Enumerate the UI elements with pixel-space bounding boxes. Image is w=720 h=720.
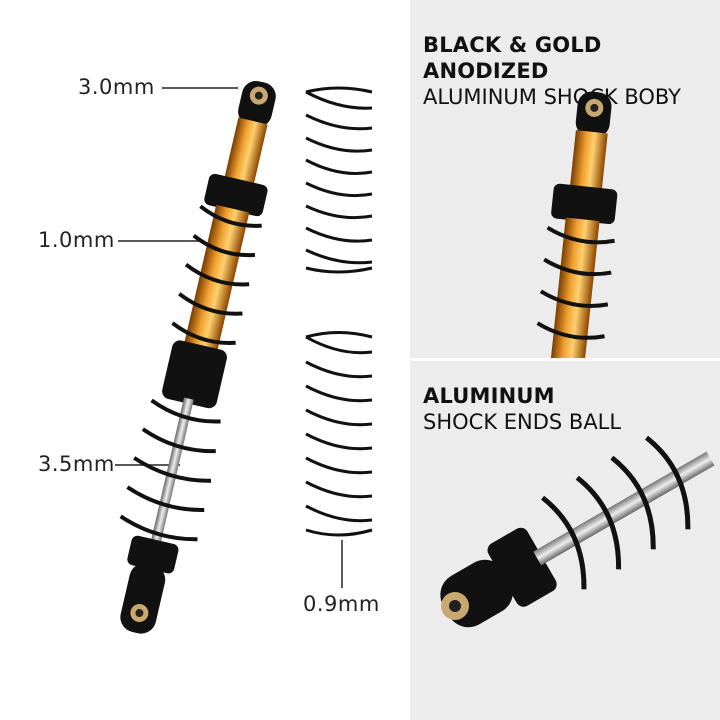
- feature-panel-ends: ALUMINUM SHOCK ENDS BALL: [410, 361, 720, 720]
- dimension-label-rod: 3.5mm: [38, 452, 115, 476]
- shock-assembly-illustration: [115, 80, 373, 634]
- feature-body-heading: BLACK & GOLD ANODIZED: [423, 33, 602, 83]
- feature-body-subheading: ALUMINUM SHOCK BOBY: [423, 85, 681, 109]
- dimension-label-upper-spring: 1.0mm: [38, 228, 115, 252]
- dimension-label-top-end: 3.0mm: [78, 75, 155, 99]
- main-product-panel: 3.0mm 1.0mm 3.5mm 0.9mm: [38, 75, 380, 634]
- spring-lower: [305, 331, 373, 537]
- dimension-label-lower-spring: 0.9mm: [303, 592, 380, 616]
- feature-ends-subheading: SHOCK ENDS BALL: [423, 410, 622, 434]
- shock-end-closeup: [440, 435, 715, 628]
- shock-body-closeup: [536, 91, 618, 358]
- feature-ends-heading: ALUMINUM: [423, 384, 555, 408]
- feature-panel-body: BLACK & GOLD ANODIZED ALUMINUM SHOCK BOB…: [410, 0, 720, 358]
- shock-absorber: [119, 80, 276, 634]
- spring-upper: [305, 86, 373, 274]
